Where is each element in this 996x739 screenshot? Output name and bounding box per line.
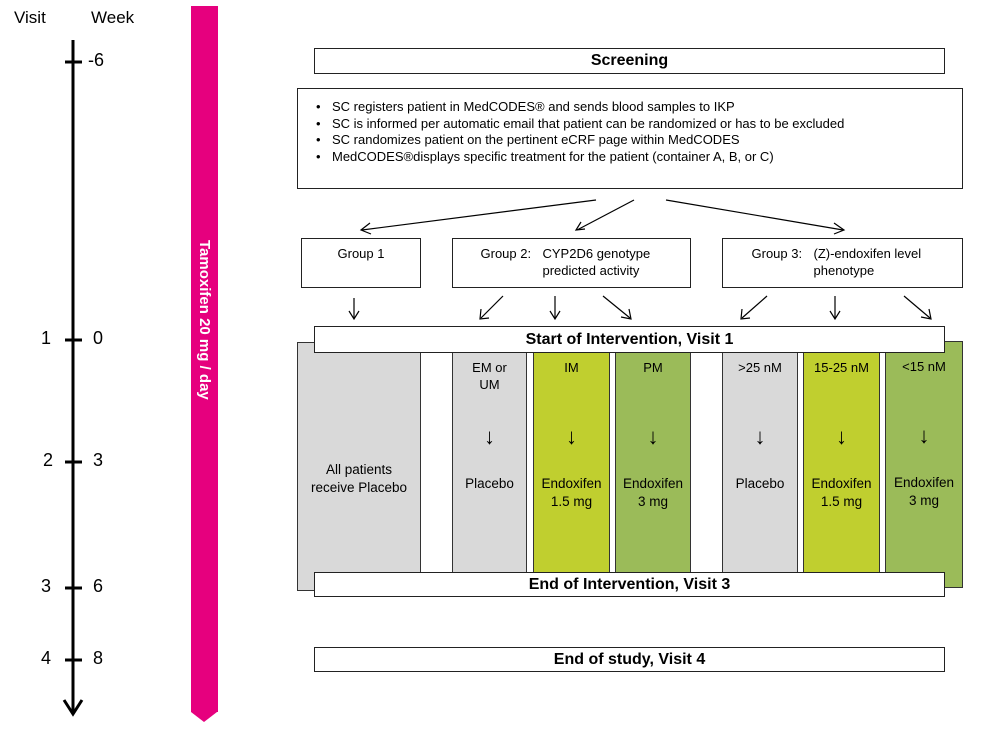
arm-criterion: PM <box>616 359 690 376</box>
arm-treatment: Endoxifen 3 mg <box>616 475 690 511</box>
group-1-box: Group 1 <box>301 238 421 288</box>
down-arrow-icon: ↓ <box>566 424 577 449</box>
arrow-to-group3 <box>665 199 844 231</box>
end-intervention-title: End of Intervention, Visit 3 <box>528 575 731 593</box>
procedure-list: SC registers patient in MedCODES® and se… <box>312 99 948 165</box>
screening-title: Screening <box>590 52 669 69</box>
week-label: 6 <box>92 576 103 596</box>
group-3-box: Group 3: (Z)-endoxifen level phenotype <box>722 238 963 288</box>
tamoxifen-bar <box>191 6 218 712</box>
arrow-group3-right <box>903 295 931 319</box>
criterion-line: >25 nM <box>738 360 782 375</box>
tamoxifen-bar-tip <box>191 712 217 722</box>
week-label: -6 <box>87 50 104 70</box>
down-arrow-icon: ↓ <box>647 424 659 449</box>
group-desc-line: phenotype <box>813 263 875 278</box>
arm-treatment: Placebo <box>453 475 526 493</box>
arm-criterion: 15-25 nM <box>804 359 879 376</box>
arm-criterion: <15 nM <box>886 358 962 375</box>
procedure-item: SC randomizes patient on the pertinent e… <box>316 132 948 149</box>
down-arrow-icon: ↓ <box>754 424 766 449</box>
treatment-line: Endoxifen <box>622 476 684 491</box>
visit-label: 1 <box>40 328 51 348</box>
arm-below-15nm: <15 nM ↓ Endoxifen 3 mg <box>885 341 963 588</box>
treatment-line: 3 mg <box>908 493 939 508</box>
group-desc-line: CYP2D6 genotype <box>542 246 651 261</box>
arrow-group3-left <box>741 295 768 319</box>
arrow-group2-right <box>602 295 631 319</box>
group-name: Group 2: <box>480 246 532 261</box>
treatment-line: Placebo <box>465 476 514 491</box>
screening-box: Screening <box>314 48 945 74</box>
treatment-line: 1.5 mg <box>550 494 593 509</box>
group-name: Group 3: <box>751 246 803 261</box>
treatment-line: Endoxifen <box>811 476 872 491</box>
week-label: 3 <box>92 450 103 470</box>
group-2-box: Group 2: CYP2D6 genotype predicted activ… <box>452 238 691 288</box>
group-desc-line: (Z)-endoxifen level <box>813 246 922 261</box>
treatment-line: Placebo <box>735 476 785 491</box>
down-arrow-icon: ↓ <box>836 424 847 449</box>
procedure-item: SC registers patient in MedCODES® and se… <box>316 99 948 116</box>
arm-pm: PM ↓ Endoxifen 3 mg <box>615 342 691 577</box>
criterion-line: IM <box>564 360 579 375</box>
arm-im: IM ↓ Endoxifen 1.5 mg <box>533 342 610 577</box>
timeline-arrow-icon <box>62 699 84 717</box>
end-study-title: End of study, Visit 4 <box>553 650 706 668</box>
arm-treatment: Endoxifen 1.5 mg <box>804 475 879 511</box>
arm-all-placebo: All patients receive Placebo <box>297 342 421 591</box>
treatment-line: All patients <box>325 462 393 477</box>
arm-em-um: EM or UM ↓ Placebo <box>452 342 527 577</box>
group-desc: (Z)-endoxifen level phenotype <box>814 245 934 279</box>
arm-above-25nm: >25 nM ↓ Placebo <box>722 342 798 577</box>
procedure-item: MedCODES®displays specific treatment for… <box>316 149 948 166</box>
visit-label: 2 <box>42 450 53 470</box>
criterion-line: <15 nM <box>902 359 946 374</box>
group-name: Group 1 <box>337 246 385 261</box>
arm-criterion: EM or UM <box>453 359 526 393</box>
criterion-line: UM <box>479 377 500 392</box>
week-label: 0 <box>92 328 103 348</box>
criterion-line: 15-25 nM <box>814 360 869 375</box>
treatment-line: Endoxifen <box>893 475 955 490</box>
down-arrow-icon: ↓ <box>918 423 930 448</box>
criterion-line: EM or <box>472 360 507 375</box>
visit-label: 3 <box>40 576 51 596</box>
week-header: Week <box>91 8 135 27</box>
arrow-to-group1 <box>361 199 597 231</box>
group-desc-line: predicted activity <box>542 263 640 278</box>
arm-treatment: Placebo <box>723 475 797 493</box>
end-study-box: End of study, Visit 4 <box>314 647 945 672</box>
treatment-line: receive Placebo <box>310 480 408 495</box>
visit-label: 4 <box>40 648 51 668</box>
end-intervention-box: End of Intervention, Visit 3 <box>314 572 945 597</box>
treatment-line: 3 mg <box>637 494 668 509</box>
arrow-to-group2 <box>576 199 635 231</box>
tamoxifen-label: Tamoxifen 20 mg / day <box>196 240 213 400</box>
arm-criterion: IM <box>534 359 609 376</box>
arm-criterion: >25 nM <box>723 359 797 376</box>
procedure-item: SC is informed per automatic email that … <box>316 116 948 133</box>
visit-header: Visit <box>14 8 46 27</box>
week-label: 8 <box>92 648 103 668</box>
arrow-group2-left <box>480 295 504 319</box>
arm-treatment: All patients receive Placebo <box>298 461 420 497</box>
procedure-info-box: SC registers patient in MedCODES® and se… <box>297 88 963 189</box>
down-arrow-icon: ↓ <box>484 424 495 449</box>
treatment-line: 1.5 mg <box>820 494 863 509</box>
arm-treatment: Endoxifen 3 mg <box>886 474 962 510</box>
group-desc: CYP2D6 genotype predicted activity <box>543 245 663 279</box>
arm-treatment: Endoxifen 1.5 mg <box>534 475 609 511</box>
criterion-line: PM <box>643 360 663 375</box>
treatment-line: Endoxifen <box>541 476 602 491</box>
start-intervention-title: Start of Intervention, Visit 1 <box>525 330 734 348</box>
arm-15-25nm: 15-25 nM ↓ Endoxifen 1.5 mg <box>803 342 880 577</box>
start-intervention-box: Start of Intervention, Visit 1 <box>314 326 945 353</box>
timeline-axis <box>62 40 84 717</box>
